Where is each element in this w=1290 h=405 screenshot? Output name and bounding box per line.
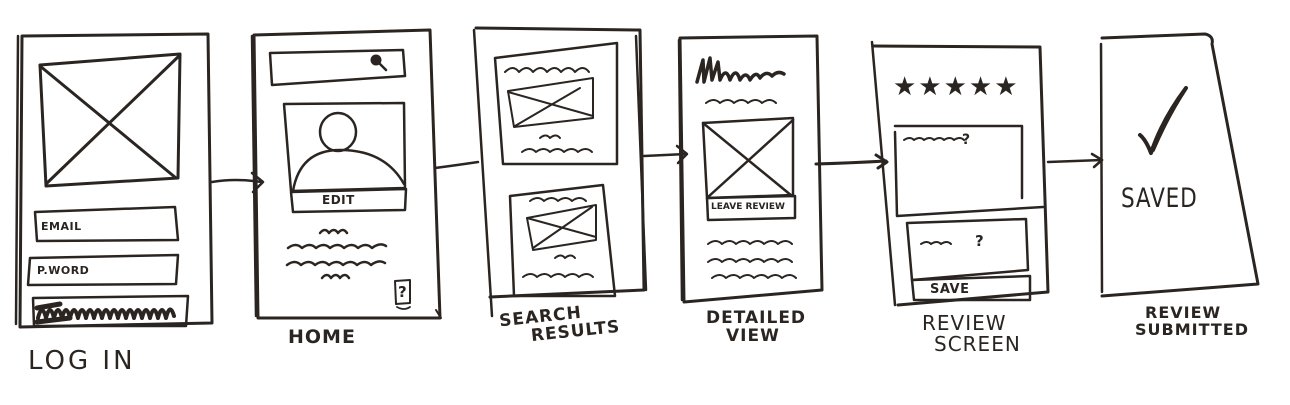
result-card-2 — [510, 185, 615, 296]
detail-phone-frame — [680, 36, 822, 302]
submitted-phone-frame — [1102, 34, 1258, 296]
detail-title-scribble — [697, 58, 784, 82]
review-question-box-1 — [895, 126, 1043, 216]
screen-detailed-view — [679, 36, 822, 302]
caption-home: HOME — [288, 326, 356, 348]
caption-review-screen-line1: REVIEW — [922, 311, 1007, 335]
login-image-placeholder-icon — [40, 54, 180, 186]
edit-label: EDIT — [322, 193, 355, 207]
caption-detailed-view-line1: DETAILED — [706, 308, 807, 328]
help-icon — [395, 280, 410, 309]
flow-arrow-home-to-search — [435, 162, 478, 168]
caption-review-submitted-line2: SUBMITTED — [1135, 319, 1249, 339]
caption-review-submitted-line1: REVIEW — [1145, 303, 1222, 322]
email-field — [35, 207, 178, 241]
edit-bar — [291, 189, 406, 212]
caption-review-submitted: REVIEW SUBMITTED — [1135, 303, 1275, 339]
checkmark-icon — [1140, 88, 1186, 153]
flow-arrow-detail-to-review — [816, 155, 887, 168]
login-button-scribble — [38, 309, 174, 318]
saved-status-text: SAVED — [1121, 183, 1198, 214]
leave-review-button — [707, 196, 795, 220]
review-phone-frame — [873, 46, 1048, 305]
caption-detailed-view-line2: VIEW — [726, 325, 780, 346]
detail-image-placeholder-icon — [703, 118, 793, 198]
search-icon — [372, 56, 387, 71]
caption-detailed-view: DETAILED VIEW — [706, 308, 826, 346]
help-icon-glyph: ? — [398, 283, 408, 301]
login-phone-frame — [20, 34, 212, 327]
flow-arrow-review-to-submitted — [1048, 154, 1102, 167]
rating-stars-icon: ★★★★★ — [893, 72, 1020, 102]
caption-review-screen: REVIEW SCREEN — [922, 313, 1042, 355]
save-label: SAVE — [930, 282, 970, 297]
screen-review — [872, 42, 1048, 305]
screen-home — [252, 30, 441, 318]
leave-review-label: LEAVE REVIEW — [711, 202, 785, 212]
detail-text-lines — [708, 241, 796, 278]
screen-search-results — [474, 28, 646, 316]
person-avatar-icon — [293, 113, 404, 191]
home-search-bar — [270, 50, 405, 85]
password-field — [28, 255, 178, 285]
save-button — [912, 276, 1030, 300]
caption-login: LOG IN — [28, 346, 136, 376]
login-button — [33, 296, 188, 326]
home-text-lines — [287, 230, 386, 278]
profile-card — [284, 103, 405, 191]
search-phone-frame — [476, 28, 644, 297]
email-field-label: EMAIL — [41, 220, 82, 233]
review-question-box-2 — [907, 219, 1028, 280]
question-mark-1: ? — [962, 132, 971, 148]
screen-login — [16, 34, 212, 327]
result-card-1 — [495, 43, 617, 164]
result-card-2-image-icon — [527, 205, 596, 250]
question-mark-2: ? — [975, 232, 985, 250]
screen-review-submitted — [1101, 34, 1258, 296]
result-card-1-image-icon — [508, 78, 593, 127]
caption-review-screen-line2: SCREEN — [934, 332, 1021, 356]
password-field-label: P.WORD — [37, 264, 90, 277]
